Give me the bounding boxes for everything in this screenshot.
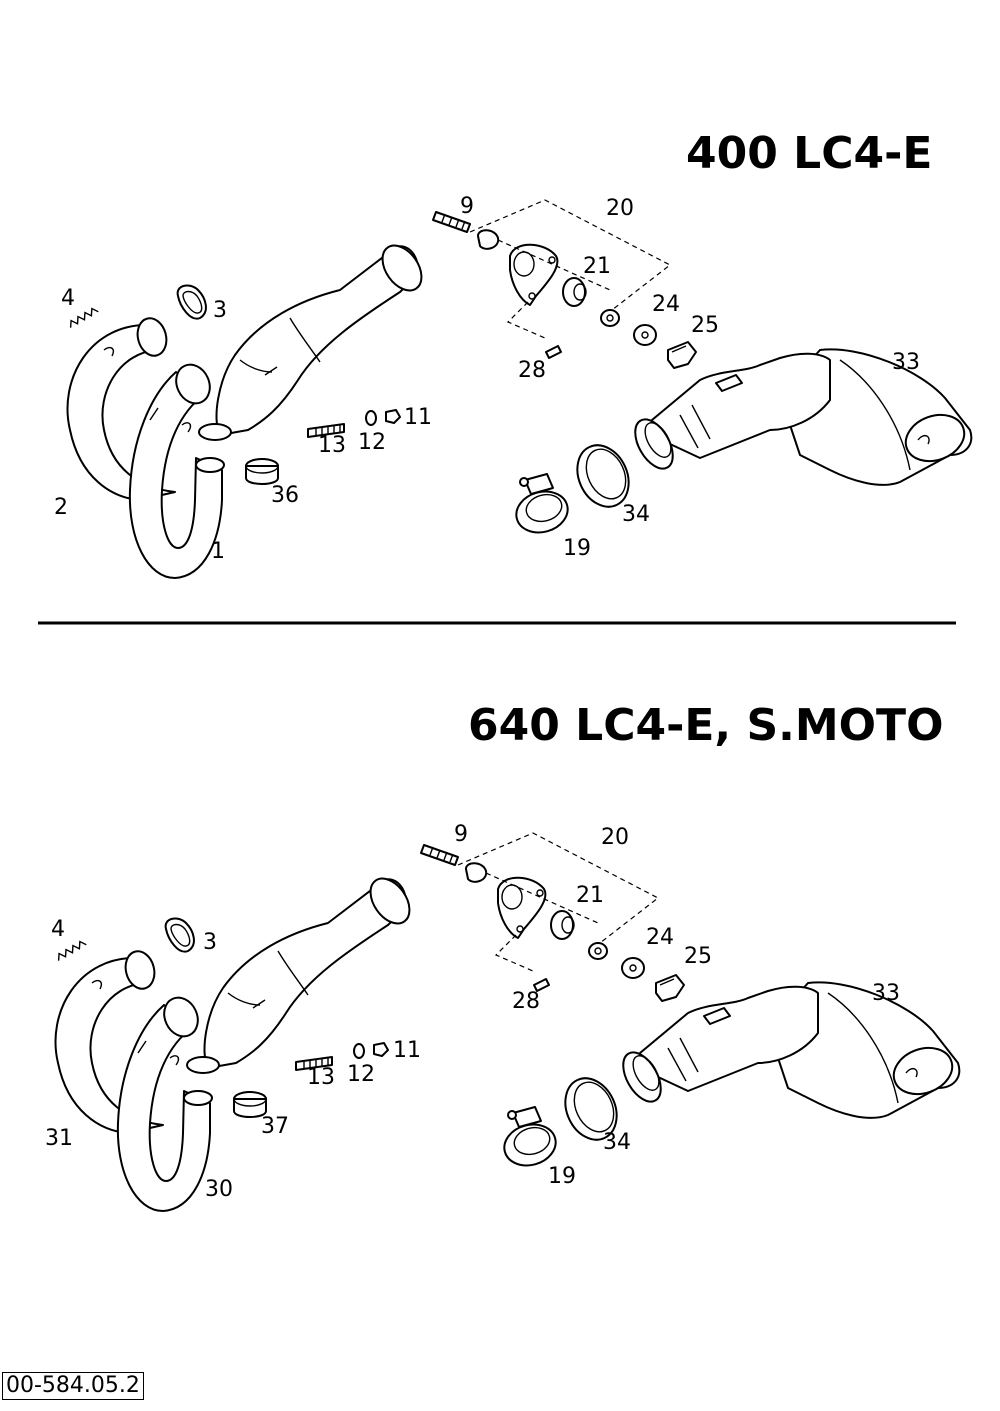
label-24-b: 24 bbox=[646, 925, 674, 950]
label-3-b: 3 bbox=[203, 930, 217, 955]
label-20: 20 bbox=[606, 196, 634, 221]
title-640-lc4-e-smoto: 640 LC4-E, S.MOTO bbox=[468, 700, 944, 751]
label-34: 34 bbox=[622, 502, 650, 527]
drawing-code: 00-584.05.2 bbox=[2, 1372, 144, 1401]
label-13: 13 bbox=[318, 433, 346, 458]
label-12: 12 bbox=[358, 430, 386, 455]
label-28-b: 28 bbox=[512, 989, 540, 1014]
label-19: 19 bbox=[563, 536, 591, 561]
label-24: 24 bbox=[652, 292, 680, 317]
label-21: 21 bbox=[583, 254, 611, 279]
assembly-640 bbox=[54, 832, 961, 1212]
label-34-b: 34 bbox=[603, 1130, 631, 1155]
label-4: 4 bbox=[61, 286, 75, 311]
label-9-b: 9 bbox=[454, 822, 468, 847]
label-25: 25 bbox=[691, 313, 719, 338]
label-2: 2 bbox=[54, 495, 68, 520]
label-36: 36 bbox=[271, 483, 299, 508]
assembly-400 bbox=[66, 199, 973, 579]
label-33: 33 bbox=[892, 350, 920, 375]
label-1: 1 bbox=[211, 539, 225, 564]
label-33-b: 33 bbox=[872, 981, 900, 1006]
label-28: 28 bbox=[518, 358, 546, 383]
label-21-b: 21 bbox=[576, 883, 604, 908]
label-4-b: 4 bbox=[51, 917, 65, 942]
label-12-b: 12 bbox=[347, 1062, 375, 1087]
label-30: 30 bbox=[205, 1177, 233, 1202]
label-37: 37 bbox=[261, 1114, 289, 1139]
label-31: 31 bbox=[45, 1126, 73, 1151]
label-13-b: 13 bbox=[307, 1065, 335, 1090]
label-19-b: 19 bbox=[548, 1164, 576, 1189]
label-11: 11 bbox=[404, 405, 432, 430]
label-9: 9 bbox=[460, 194, 474, 219]
label-25-b: 25 bbox=[684, 944, 712, 969]
label-20-b: 20 bbox=[601, 825, 629, 850]
title-400-lc4-e: 400 LC4-E bbox=[686, 128, 933, 179]
label-11-b: 11 bbox=[393, 1038, 421, 1063]
label-3: 3 bbox=[213, 298, 227, 323]
